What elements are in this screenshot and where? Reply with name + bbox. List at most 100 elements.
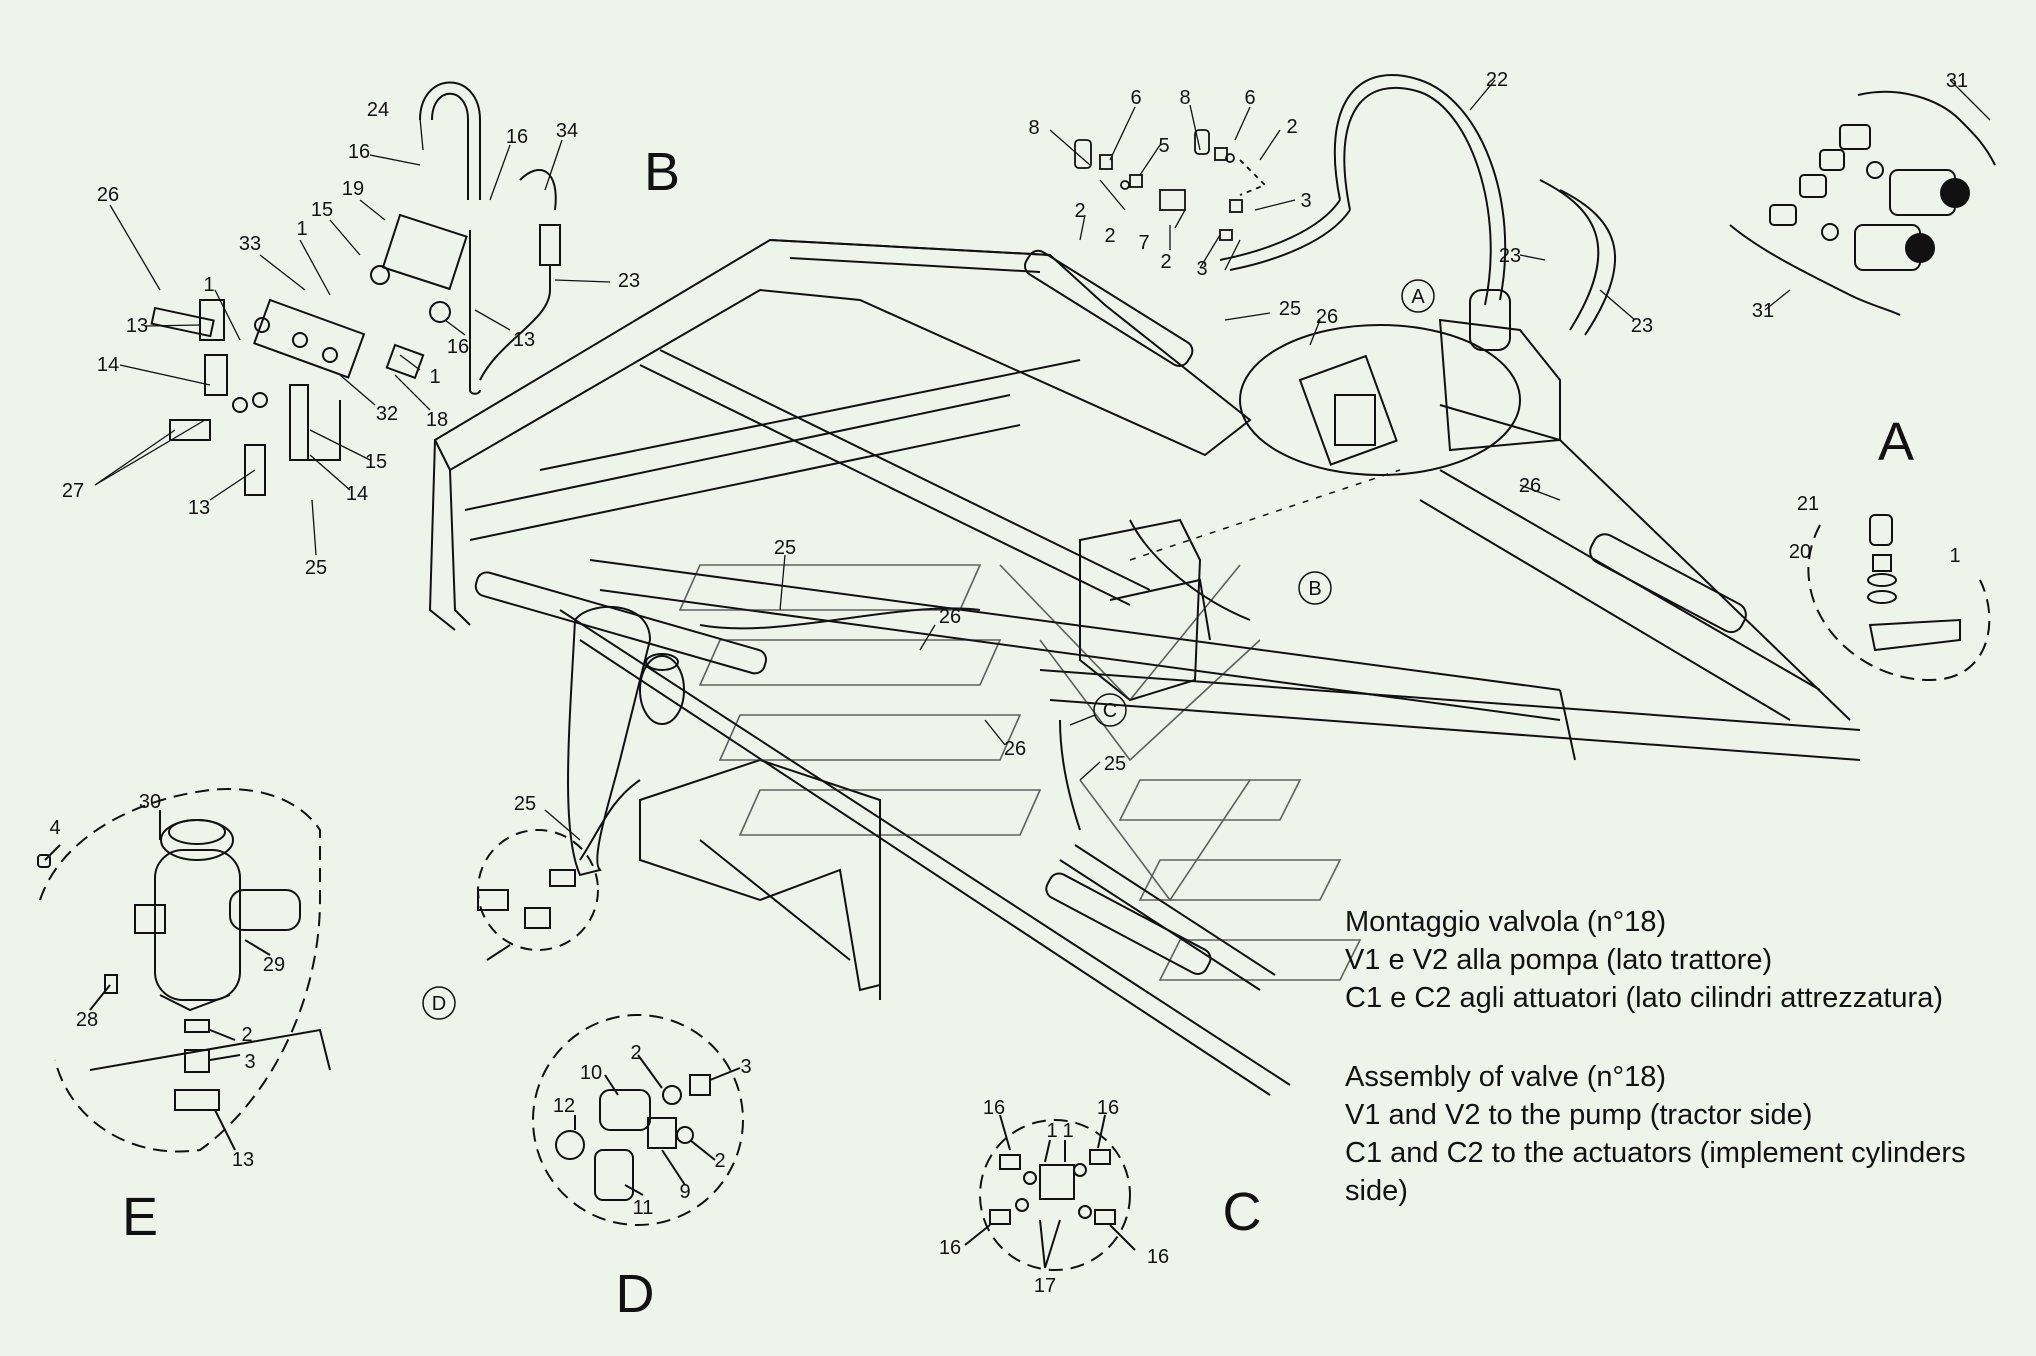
callout-number: 16	[348, 141, 370, 163]
detail-bubble-c: C	[1093, 693, 1127, 727]
callout-number: 2	[1104, 225, 1115, 247]
callout-number: 16	[983, 1097, 1005, 1119]
caption-line: Montaggio valvola (n°18)	[1345, 906, 1667, 938]
callout-number: 24	[367, 99, 389, 121]
callout-number: 1	[429, 366, 440, 388]
section-label-e: E	[122, 1187, 158, 1247]
callout-number: 4	[49, 817, 60, 839]
callout-number: 1	[1046, 1120, 1057, 1142]
callout-number: 20	[1789, 541, 1811, 563]
caption-english: Assembly of valve (n°18) V1 and V2 to th…	[1345, 1058, 1966, 1210]
callout-number: 1	[1062, 1120, 1073, 1142]
section-label-d: D	[616, 1264, 655, 1324]
callouts-detail-c: 16 16 1 1 16 16 17	[939, 1097, 1169, 1297]
callout-number: 26	[1519, 475, 1541, 497]
callout-number: 26	[97, 184, 119, 206]
svg-text:A: A	[1411, 286, 1425, 308]
callout-number: 2	[714, 1150, 725, 1172]
callout-number: 26	[1316, 306, 1338, 328]
caption-line: C1 e C2 agli attuatori (lato cilindri at…	[1345, 982, 1943, 1014]
callout-number: 21	[1797, 493, 1819, 515]
callout-number: 1	[296, 218, 307, 240]
callout-number: 3	[244, 1051, 255, 1073]
callout-number: 3	[1300, 190, 1311, 212]
detail-a	[1807, 514, 1991, 682]
section-label-a: A	[1878, 412, 1914, 472]
detail-d	[477, 829, 744, 1226]
callout-number: 2	[1160, 251, 1171, 273]
caption-line: V1 e V2 alla pompa (lato trattore)	[1345, 944, 1773, 976]
detail-e	[37, 788, 331, 1153]
callout-number: 30	[139, 791, 161, 813]
callout-number: 31	[1946, 70, 1968, 92]
callouts-quick-couplers: 31 31	[1752, 70, 1968, 322]
callout-number: 25	[774, 537, 796, 559]
section-label-b: B	[644, 142, 680, 202]
callout-number: 15	[311, 199, 333, 221]
callout-number: 22	[1486, 69, 1508, 91]
leader-lines	[94, 79, 1991, 841]
section-label-c: C	[1223, 1182, 1262, 1242]
callouts-valve-cluster: 8 6 5 2 7 2 3 8 6 2 3 2	[1028, 87, 1311, 280]
callout-number: 1	[1949, 545, 1960, 567]
callout-number: 31	[1752, 300, 1774, 322]
callout-number: 15	[365, 451, 387, 473]
caption-italian: Montaggio valvola (n°18) V1 e V2 alla po…	[1345, 903, 1943, 1017]
callout-number: 3	[740, 1056, 751, 1078]
callout-number: 11	[633, 1197, 654, 1219]
watermark-logo	[678, 564, 1362, 981]
callout-number: 14	[97, 354, 119, 376]
callout-number: 23	[1499, 245, 1521, 267]
callout-number: 23	[1631, 315, 1653, 337]
callout-number: 8	[1028, 117, 1039, 139]
callouts-detail-e: 30 4 29 28 2 3 13	[49, 791, 285, 1171]
callout-number: 33	[239, 233, 261, 255]
callout-number: 13	[126, 315, 148, 337]
callout-number: 9	[679, 1181, 690, 1203]
callout-number: 2	[1074, 200, 1085, 222]
callout-number: 12	[553, 1095, 575, 1117]
callout-number: 6	[1130, 87, 1141, 109]
callout-number: 5	[1158, 135, 1169, 157]
detail-bubble-d: D	[422, 986, 456, 1020]
quick-couplers	[1729, 90, 1996, 316]
callout-number: 6	[1244, 87, 1255, 109]
callout-number: 32	[376, 403, 398, 425]
callout-number: 8	[1179, 87, 1190, 109]
callout-number: 19	[342, 178, 364, 200]
callout-number: 10	[580, 1062, 602, 1084]
caption-line: C1 and C2 to the actuators (implement cy…	[1345, 1137, 1966, 1169]
callouts-detail-a: 21 20 1	[1789, 493, 1961, 567]
callout-number: 16	[939, 1237, 961, 1259]
svg-text:C: C	[1103, 700, 1117, 722]
detail-bubble-b: B	[1298, 571, 1332, 605]
main-frame	[428, 74, 1861, 1096]
valve-cluster-parts	[1074, 129, 1267, 241]
callouts-detail-d: 10 2 3 12 2 9 11	[553, 1042, 752, 1219]
callout-number: 14	[346, 483, 368, 505]
svg-text:B: B	[1308, 578, 1321, 600]
callout-number: 18	[426, 409, 448, 431]
callout-number: 13	[188, 497, 210, 519]
callout-number: 26	[939, 606, 961, 628]
callout-number: 3	[1196, 258, 1207, 280]
callout-number: 2	[1286, 116, 1297, 138]
callout-number: 13	[232, 1149, 254, 1171]
callouts-main: 22 23 23 25 26 26 25 26 26 25 25	[514, 69, 1653, 815]
callout-number: 7	[1138, 232, 1149, 254]
callout-number: 26	[1004, 738, 1026, 760]
detail-bubble-a: A	[1401, 279, 1435, 313]
callout-number: 16	[506, 126, 528, 148]
callout-number: 27	[62, 480, 84, 502]
caption-line: V1 and V2 to the pump (tractor side)	[1345, 1099, 1813, 1131]
detail-c	[964, 1114, 1136, 1271]
callout-number: 16	[1147, 1246, 1169, 1268]
callout-number: 13	[513, 329, 535, 351]
callout-number: 28	[76, 1009, 98, 1031]
callout-number: 25	[514, 793, 536, 815]
callout-number: 23	[618, 270, 640, 292]
callout-number: 2	[241, 1024, 252, 1046]
svg-text:D: D	[432, 993, 446, 1015]
callouts-detail-b: 24 16 19 16 34 15 33 1 23 13 16 1 18 32 …	[62, 99, 640, 579]
